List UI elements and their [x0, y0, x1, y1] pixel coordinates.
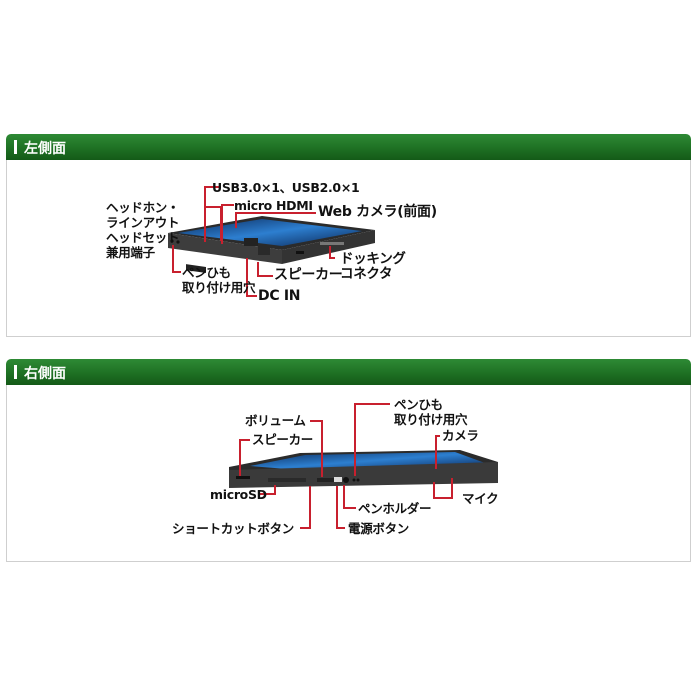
label-line: 取り付け用穴	[182, 280, 256, 295]
section-title: 左側面	[24, 141, 66, 157]
label-camera: カメラ	[442, 428, 479, 443]
label-line: ドッキング	[340, 251, 406, 267]
tablet-left-side-image	[168, 216, 375, 273]
label-line: ラインアウト	[106, 215, 180, 230]
label-line: コネクタ	[340, 266, 393, 282]
label-line: ペンひも	[394, 397, 443, 412]
label-microsd: microSD	[210, 487, 267, 502]
leader-lines-left	[172, 186, 335, 297]
section-title: 右側面	[24, 366, 66, 382]
label-dc-in: DC IN	[258, 288, 301, 304]
label-web-camera: Web カメラ(前面)	[318, 204, 437, 220]
label-pen-holder: ペンホルダー	[358, 501, 432, 516]
label-power-button: 電源ボタン	[348, 521, 410, 536]
label-docking-connector: ドッキング コネクタ	[340, 252, 406, 282]
label-volume: ボリューム	[245, 413, 306, 428]
header-accent-bar	[14, 140, 17, 154]
label-pen-strap-hole: ペンひも 取り付け用穴	[394, 397, 468, 427]
leader-lines-right	[239, 403, 453, 529]
label-line: 取り付け用穴	[394, 412, 468, 427]
label-micro-hdmi: micro HDMI	[234, 198, 313, 213]
label-pen-strap-hole: ペンひも 取り付け用穴	[182, 265, 256, 295]
label-line: 兼用端子	[106, 245, 155, 260]
label-speaker: スピーカー	[252, 432, 314, 447]
label-speaker: スピーカー	[274, 267, 343, 283]
label-headphone-jack: ヘッドホン・ ラインアウト ヘッドセット 兼用端子	[106, 200, 180, 260]
header-accent-bar	[14, 365, 17, 379]
section-header-left-side: 左側面	[6, 134, 691, 160]
label-line: ヘッドセット	[106, 230, 180, 245]
label-microphone: マイク	[462, 491, 499, 506]
label-line: ヘッドホン・	[106, 200, 180, 215]
tablet-right-side-image	[229, 450, 498, 488]
section-header-right-side: 右側面	[6, 359, 691, 385]
label-line: ペンひも	[182, 265, 231, 280]
label-shortcut-button: ショートカットボタン	[172, 521, 295, 536]
label-usb-ports: USB3.0×1、USB2.0×1	[212, 180, 360, 195]
